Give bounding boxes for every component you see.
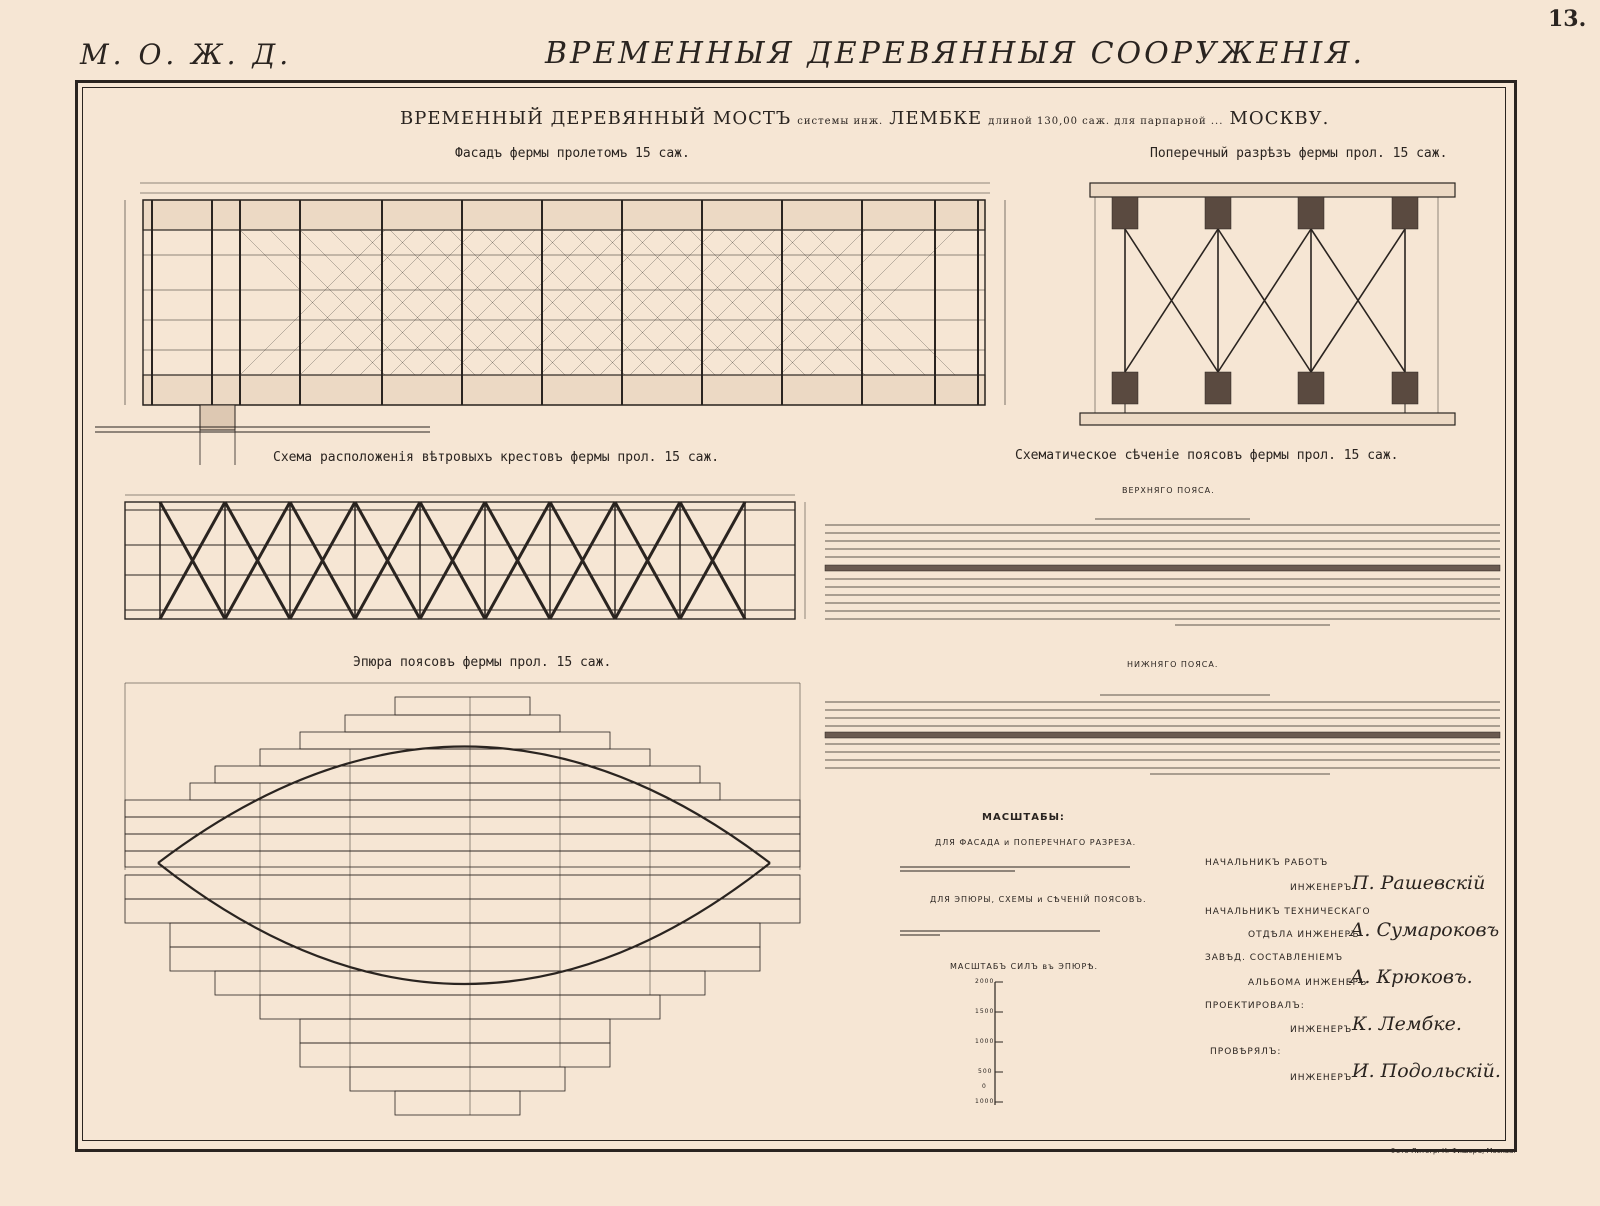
epure-scale-caption: ДЛЯ ЭПЮРЫ, СХЕМЫ и СѢЧЕНІЙ ПОЯСОВЪ. <box>930 895 1147 904</box>
facade-scale-caption: ДЛЯ ФАСАДА и ПОПЕРЕЧНАГО РАЗРЕЗА. <box>935 838 1137 847</box>
lower-chord-caption: НИЖНЯГО ПОЯСА. <box>1127 660 1219 669</box>
bridge-title-dest: МОСКВУ. <box>1229 108 1330 129</box>
signature-role-3: ЗАВѢД. СОСТАВЛЕНІЕМЪ <box>1205 953 1344 963</box>
force-scale-caption: МАСШТАБЪ СИЛЪ въ ЭПЮРѢ. <box>950 962 1099 971</box>
bridge-title-system: системы инж. <box>797 116 884 127</box>
signature-title-1: ИНЖЕНЕРЪ <box>1290 883 1353 893</box>
epure-drawing <box>124 682 801 1116</box>
bridge-title-length: длиной 130,00 саж. для парпарной ... <box>988 116 1224 127</box>
signature-name-1: П. Рашевскій <box>1352 872 1486 894</box>
bridge-title: ВРЕМЕННЫЙ ДЕРЕВЯННЫЙ МОСТЪ системы инж. … <box>400 108 1329 129</box>
force-tick-1: 1500 <box>975 1008 995 1015</box>
signature-name-5: И. Подольскій. <box>1352 1060 1501 1082</box>
cross-section-caption: Поперечный разрѣзъ фермы прол. 15 саж. <box>1150 146 1448 161</box>
facade-truss <box>95 182 1006 465</box>
bridge-title-main: ВРЕМЕННЫЙ ДЕРЕВЯННЫЙ МОСТЪ <box>400 108 792 129</box>
scales-title: МАСШТАБЫ: <box>982 812 1065 823</box>
signature-role-4: ПРОЕКТИРОВАЛЪ: <box>1205 1001 1305 1011</box>
chord-sections-caption: Схематическое сѣченіе поясовъ фермы прол… <box>1015 448 1399 463</box>
inner-frame <box>82 87 1506 1141</box>
signature-title-2: ОТДѢЛА ИНЖЕНЕРЪ <box>1248 930 1360 940</box>
force-tick-2: 1000 <box>975 1038 995 1045</box>
force-tick-0: 2000 <box>975 978 995 985</box>
signature-role-2: НАЧАЛЬНИКЪ ТЕХНИЧЕСКАГО <box>1205 907 1371 917</box>
page-title: ВРЕМЕННЫЯ ДЕРЕВЯННЫЯ СООРУЖЕНІЯ. <box>545 36 1365 71</box>
outer-frame <box>75 80 1517 1152</box>
signature-title-4: ИНЖЕНЕРЪ <box>1290 1025 1353 1035</box>
plate-number: 13. <box>1548 6 1587 32</box>
epure-caption: Эпюра поясовъ фермы прол. 15 саж. <box>353 655 612 670</box>
upper-chord-section <box>824 518 1501 626</box>
wind-scheme-drawing <box>124 494 806 620</box>
lower-chord-section <box>824 694 1501 775</box>
facade-caption: Фасадъ фермы пролетомъ 15 саж. <box>455 146 690 161</box>
signature-name-4: К. Лембке. <box>1352 1013 1462 1035</box>
wind-scheme-caption: Схема расположенія вѣтровыхъ крестовъ фе… <box>273 450 720 465</box>
signature-title-5: ИНЖЕНЕРЪ <box>1290 1073 1353 1083</box>
signature-title-3: АЛЬБОМА ИНЖЕНЕРЪ <box>1248 978 1368 988</box>
signature-name-3: А. Крюковъ. <box>1350 966 1473 988</box>
force-tick-4: 0 <box>982 1083 987 1090</box>
signature-role-5: ПРОВѢРЯЛЪ: <box>1210 1047 1282 1057</box>
printer-credit: Фото-Литогр. К. Фишеръ, Москва. <box>1390 1147 1516 1155</box>
scale-bars <box>900 866 1130 1105</box>
railway-abbreviation: М. О. Ж. Д. <box>80 38 293 71</box>
signature-role-1: НАЧАЛЬНИКЪ РАБОТЪ <box>1205 858 1329 868</box>
force-tick-3: 500 <box>978 1068 993 1075</box>
signature-name-2: А. Сумароковъ <box>1350 919 1500 941</box>
bridge-title-designer: ЛЕМБКЕ <box>889 108 983 129</box>
cross-section-drawing <box>1079 182 1456 426</box>
force-tick-5: 1000 <box>975 1098 995 1105</box>
upper-chord-caption: ВЕРХНЯГО ПОЯСА. <box>1122 486 1215 495</box>
